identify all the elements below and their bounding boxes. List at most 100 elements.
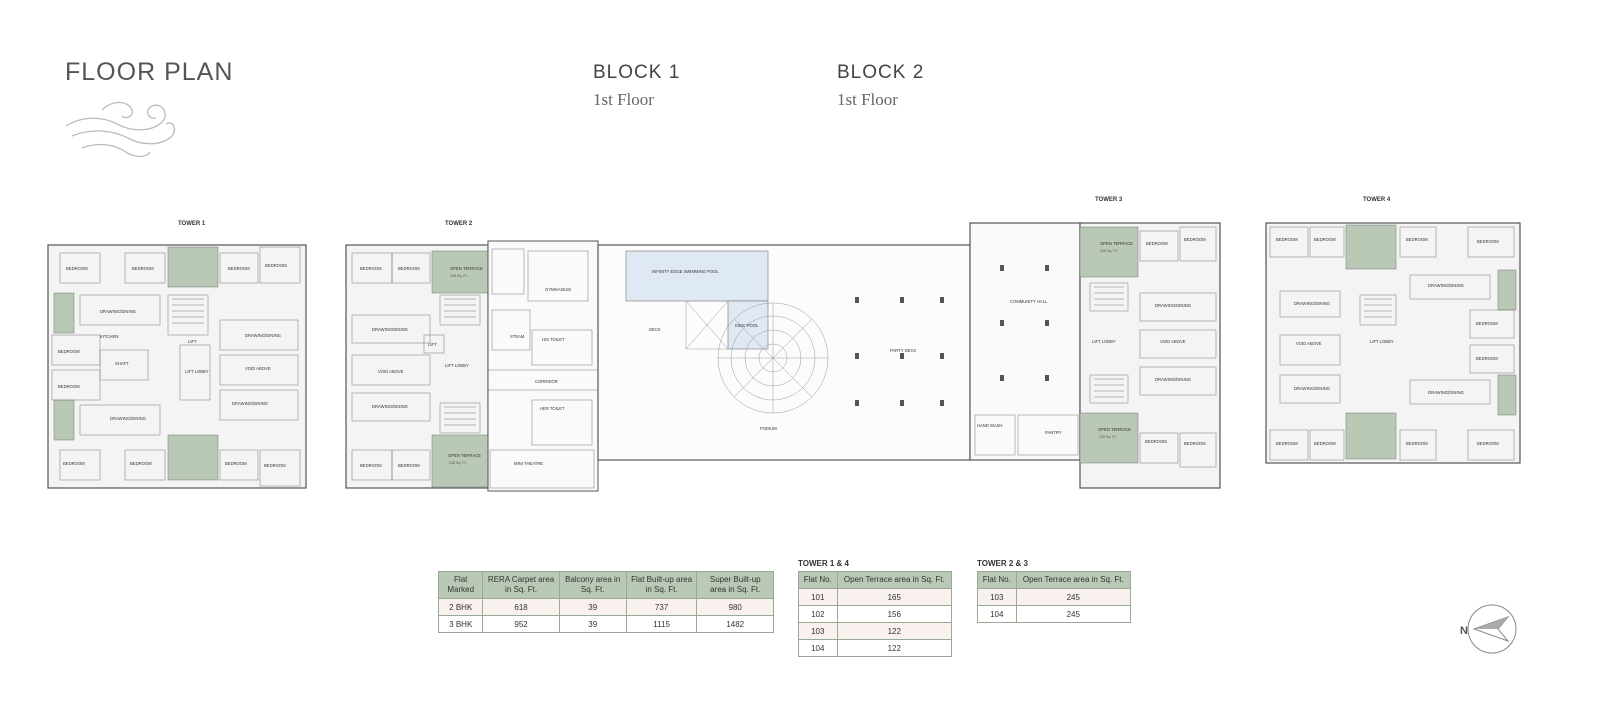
svg-text:BEDROOM: BEDROOM [228, 266, 250, 271]
svg-text:VOID ABOVE: VOID ABOVE [245, 366, 271, 371]
tower4-plan: TOWER 4 BEDROOM BEDROOM BEDROOM BEDROOM … [1265, 197, 1521, 464]
svg-text:DRAWING/DINING: DRAWING/DINING [1294, 301, 1330, 306]
svg-text:BEDROOM: BEDROOM [398, 463, 420, 468]
svg-text:BEDROOM: BEDROOM [1146, 241, 1168, 246]
svg-text:245 Sq. Ft.: 245 Sq. Ft. [1100, 249, 1118, 253]
svg-text:DECK: DECK [649, 327, 661, 332]
table-row: 2 BHK 618 39 737 980 [437, 598, 774, 616]
svg-text:HAND WASH: HAND WASH [977, 423, 1002, 428]
north-compass-icon: N [1460, 604, 1517, 654]
svg-text:DRAWING/DINING: DRAWING/DINING [110, 416, 146, 421]
tower23-caption: TOWER 2 & 3 [977, 559, 1028, 568]
svg-text:BEDROOM: BEDROOM [1477, 239, 1499, 244]
svg-text:GYMNASIUM: GYMNASIUM [545, 287, 571, 292]
svg-text:VOID ABOVE: VOID ABOVE [378, 369, 404, 374]
svg-text:BEDROOM: BEDROOM [265, 263, 287, 268]
svg-text:BEDROOM: BEDROOM [132, 266, 154, 271]
svg-text:PARTY DECK: PARTY DECK [890, 348, 917, 353]
tower4-label: TOWER 4 [1363, 197, 1391, 203]
svg-text:PODIUM: PODIUM [760, 426, 777, 431]
svg-text:OPEN TERRACE: OPEN TERRACE [450, 266, 483, 271]
svg-text:OPEN TERRACE: OPEN TERRACE [1098, 427, 1131, 432]
tower2-plan: TOWER 2 BEDROOM BEDROOM OPEN TERRACE 245… [345, 221, 599, 492]
svg-text:BEDROOM: BEDROOM [1406, 237, 1428, 242]
area-header-rera: RERA Carpet area in Sq. Ft. [482, 571, 560, 599]
svg-text:LIFT LOBBY: LIFT LOBBY [1370, 339, 1394, 344]
swirl-ornament-icon [65, 101, 176, 158]
tower2-label: TOWER 2 [445, 221, 473, 227]
svg-text:BEDROOM: BEDROOM [1184, 237, 1206, 242]
svg-text:DRAWING/DINING: DRAWING/DINING [1294, 386, 1330, 391]
svg-text:DRAWING/DINING: DRAWING/DINING [372, 327, 408, 332]
svg-text:DRAWING/DINING: DRAWING/DINING [1428, 283, 1464, 288]
svg-text:VOID ABOVE: VOID ABOVE [1296, 341, 1322, 346]
block2-floor: 1st Floor [837, 90, 898, 109]
block1-title: BLOCK 1 [593, 62, 681, 83]
svg-text:LIFT: LIFT [428, 342, 437, 347]
svg-text:BEDROOM: BEDROOM [66, 266, 88, 271]
svg-text:VOID ABOVE: VOID ABOVE [1160, 339, 1186, 344]
svg-text:LIFT LOBBY: LIFT LOBBY [1092, 339, 1116, 344]
svg-text:STEAM: STEAM [510, 334, 525, 339]
svg-text:HER TOILET: HER TOILET [540, 406, 565, 411]
svg-text:BEDROOM: BEDROOM [1314, 237, 1336, 242]
block1-floor: 1st Floor [593, 90, 654, 109]
svg-text:BEDROOM: BEDROOM [1477, 441, 1499, 446]
svg-text:DRAWING/DINING: DRAWING/DINING [245, 333, 281, 338]
tower3-label: TOWER 3 [1095, 197, 1123, 203]
svg-text:DRAWING/DINING: DRAWING/DINING [1155, 303, 1191, 308]
svg-text:BEDROOM: BEDROOM [225, 461, 247, 466]
svg-text:BEDROOM: BEDROOM [360, 266, 382, 271]
compass-label: N [1460, 625, 1468, 637]
svg-text:DRAWING/DINING: DRAWING/DINING [232, 401, 268, 406]
svg-text:SHAFT: SHAFT [115, 361, 129, 366]
area-header-builtup: Flat Built-up area in Sq. Ft. [625, 571, 698, 599]
tower3-plan: TOWER 3 COMMUNITY HALL HAND WASH PANTRY … [969, 197, 1221, 489]
svg-text:OPEN TERRACE: OPEN TERRACE [1100, 241, 1133, 246]
svg-text:BEDROOM: BEDROOM [1476, 356, 1498, 361]
svg-text:BEDROOM: BEDROOM [398, 266, 420, 271]
svg-text:BEDROOM: BEDROOM [1476, 321, 1498, 326]
svg-text:BEDROOM: BEDROOM [1276, 441, 1298, 446]
svg-text:BEDROOM: BEDROOM [63, 461, 85, 466]
svg-text:BEDROOM: BEDROOM [360, 463, 382, 468]
svg-text:BEDROOM: BEDROOM [58, 384, 80, 389]
svg-text:LIFT LOBBY: LIFT LOBBY [185, 369, 209, 374]
svg-text:BEDROOM: BEDROOM [130, 461, 152, 466]
floor-plan-drawing: TOWER 1 BEDROOM BEDROOM BEDROOM BEDROOM … [47, 197, 1521, 492]
svg-text:BEDROOM: BEDROOM [1314, 441, 1336, 446]
area-header-balcony: Balcony area in Sq. Ft. [558, 571, 627, 599]
svg-text:245 Sq. Ft.: 245 Sq. Ft. [1099, 435, 1117, 439]
podium-area: INFINITY EDGE SWIMMING POOL KIDS' POOL D… [597, 244, 971, 461]
svg-text:KIDS' POOL: KIDS' POOL [735, 323, 759, 328]
block2-title: BLOCK 2 [837, 62, 925, 83]
tower23-table: Flat No. Open Terrace area in Sq. Ft. 10… [977, 571, 1132, 623]
svg-text:COMMUNITY HALL: COMMUNITY HALL [1010, 299, 1048, 304]
svg-text:BEDROOM: BEDROOM [1406, 441, 1428, 446]
svg-text:LIFT: LIFT [188, 339, 197, 344]
svg-text:DRAWING/DINING: DRAWING/DINING [372, 404, 408, 409]
tower14-table: Flat No. Open Terrace area in Sq. Ft. 10… [798, 571, 953, 657]
svg-text:DRAWING/DINING: DRAWING/DINING [1155, 377, 1191, 382]
svg-text:DRAWING/DINING: DRAWING/DINING [1428, 390, 1464, 395]
svg-text:BEDROOM: BEDROOM [1184, 441, 1206, 446]
svg-text:BEDROOM: BEDROOM [58, 349, 80, 354]
svg-text:MINI THEATRE: MINI THEATRE [514, 461, 543, 466]
svg-text:DRAWING/DINING: DRAWING/DINING [100, 309, 136, 314]
tower1-label: TOWER 1 [178, 221, 206, 227]
svg-text:LIFT LOBBY: LIFT LOBBY [445, 363, 469, 368]
tower14-caption: TOWER 1 & 4 [798, 559, 849, 568]
tower1-plan: TOWER 1 BEDROOM BEDROOM BEDROOM BEDROOM … [47, 221, 307, 489]
svg-text:BEDROOM: BEDROOM [264, 463, 286, 468]
area-header-superbuiltup: Super Built-up area in Sq. Ft. [696, 571, 774, 599]
svg-text:BEDROOM: BEDROOM [1145, 439, 1167, 444]
svg-text:INFINITY EDGE SWIMMING POOL: INFINITY EDGE SWIMMING POOL [652, 269, 719, 274]
svg-text:BEDROOM: BEDROOM [1276, 237, 1298, 242]
svg-text:HIS TOILET: HIS TOILET [542, 337, 565, 342]
